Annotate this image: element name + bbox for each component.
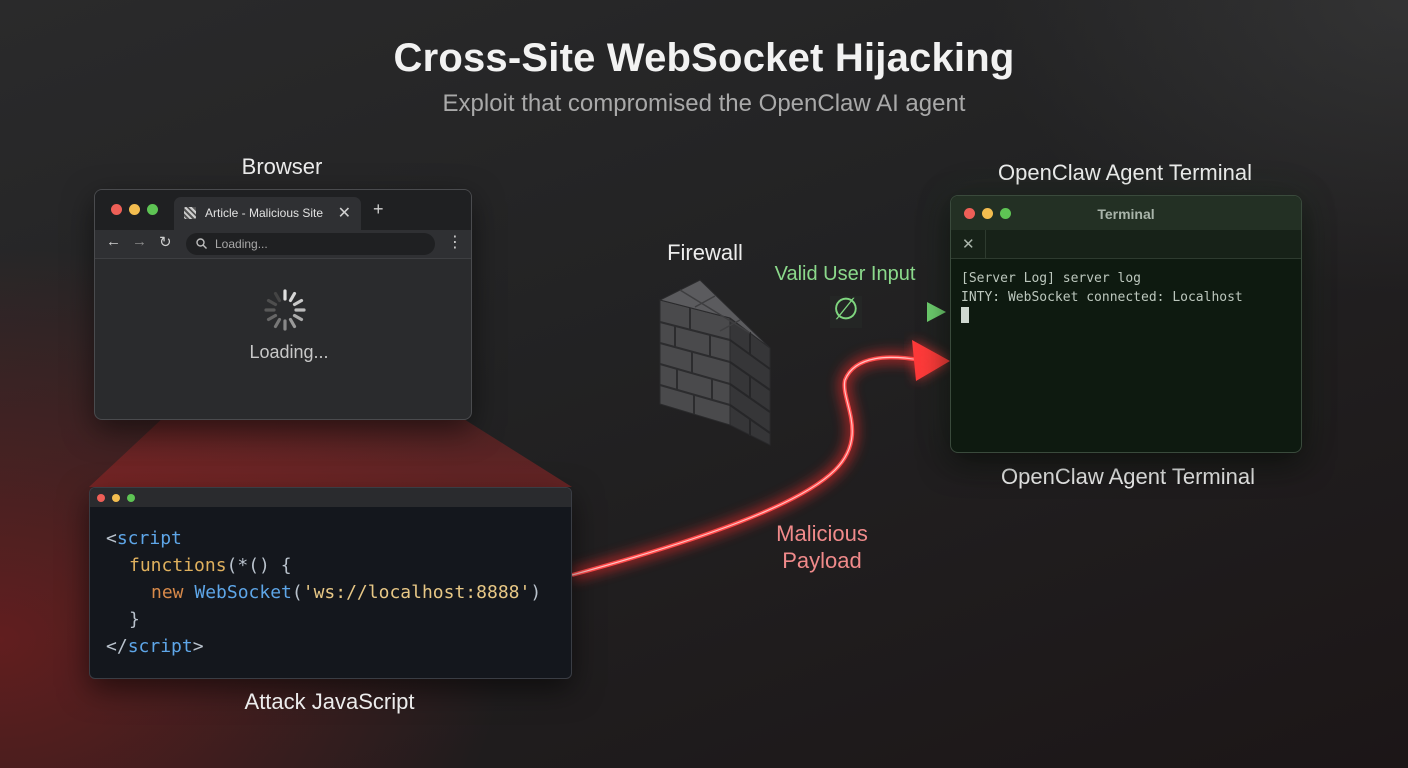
code-minimize-button[interactable] [112, 494, 120, 502]
valid-input-label: Valid User Input [774, 263, 916, 285]
page-title: Cross-Site WebSocket Hijacking [393, 36, 1015, 80]
reload-icon[interactable]: ↻ [159, 234, 172, 251]
new-tab-button[interactable]: + [373, 199, 384, 219]
terminal-close-button[interactable] [964, 208, 975, 219]
browser-toolbar: ← → ↻ Loading... ⋮ [95, 230, 471, 259]
page-subtitle: Exploit that compromised the OpenClaw AI… [442, 90, 966, 117]
code-token: ) [530, 582, 542, 603]
terminal-maximize-button[interactable] [1000, 208, 1011, 219]
maximize-window-button[interactable] [147, 204, 158, 215]
malicious-payload-arrow [570, 340, 950, 581]
terminal-titlebar: Terminal [951, 196, 1301, 230]
minimize-window-button[interactable] [129, 204, 140, 215]
loading-text: Loading... [249, 342, 329, 362]
terminal-log-line: [Server Log] server log [961, 271, 1142, 286]
terminal-cursor [961, 307, 969, 323]
terminal-log-line: INTY: WebSocket connected: Localhost [961, 290, 1243, 305]
terminal-tab[interactable]: ✕ [951, 230, 986, 258]
code-token: new [151, 582, 195, 603]
terminal-caption-bottom: OpenClaw Agent Terminal [1001, 464, 1255, 489]
code-token: (*() { [226, 555, 292, 576]
code-line-4: } [129, 609, 140, 630]
malicious-label-line1: Malicious [776, 521, 868, 546]
terminal-tabbar: ✕ [951, 230, 1301, 259]
loading-spinner-icon [264, 289, 306, 331]
close-window-button[interactable] [111, 204, 122, 215]
code-maximize-button[interactable] [127, 494, 135, 502]
terminal-title: Terminal [1097, 206, 1155, 222]
code-token: </ [106, 636, 128, 657]
null-symbol-icon: ∅ [832, 293, 860, 326]
tab-title: Article - Malicious Site [205, 206, 324, 220]
null-symbol-backdrop [830, 296, 862, 328]
code-window: <script functions(*() { new WebSocket('w… [89, 487, 572, 679]
code-token: < [106, 528, 117, 549]
code-token: > [192, 636, 204, 657]
terminal-window: Terminal ✕ [Server Log] server log INTY:… [950, 195, 1302, 453]
code-close-button[interactable] [97, 494, 105, 502]
code-caption: Attack JavaScript [244, 689, 415, 714]
search-icon [196, 238, 207, 249]
code-token: 'ws://localhost:8888' [302, 582, 531, 603]
browser-tab[interactable]: Article - Malicious Site ✕ [174, 197, 361, 230]
code-token: script [116, 528, 182, 549]
browser-window: Article - Malicious Site ✕ + ← → ↻ Loadi… [94, 189, 472, 420]
browser-tabbar: Article - Malicious Site ✕ + [95, 190, 471, 230]
firewall-label: Firewall [667, 240, 743, 265]
malicious-label-line2: Payload [782, 548, 862, 573]
terminal-caption-top: OpenClaw Agent Terminal [998, 160, 1252, 185]
code-line-2: functions(*() { [129, 555, 292, 576]
code-line-1: <script [106, 528, 182, 549]
favicon-icon [184, 207, 196, 219]
firewall-icon [658, 279, 771, 446]
browser-caption: Browser [241, 154, 323, 179]
code-token: script [127, 636, 193, 657]
tab-close-icon[interactable]: ✕ [337, 205, 351, 222]
code-line-5: </script> [106, 636, 204, 657]
forward-icon[interactable]: → [132, 233, 147, 250]
malicious-payload-label: Malicious Payload [740, 520, 904, 574]
menu-dots-icon[interactable]: ⋮ [447, 234, 463, 251]
terminal-minimize-button[interactable] [982, 208, 993, 219]
code-token: ( [291, 582, 303, 603]
back-icon[interactable]: ← [106, 233, 121, 250]
code-token: functions [129, 555, 227, 576]
terminal-tab-close-icon[interactable]: ✕ [962, 236, 975, 253]
code-token: WebSocket [194, 582, 292, 603]
address-bar[interactable]: Loading... [186, 233, 435, 255]
code-line-3: new WebSocket('ws://localhost:8888') [151, 582, 541, 603]
address-text: Loading... [215, 237, 268, 251]
code-titlebar [90, 488, 571, 507]
